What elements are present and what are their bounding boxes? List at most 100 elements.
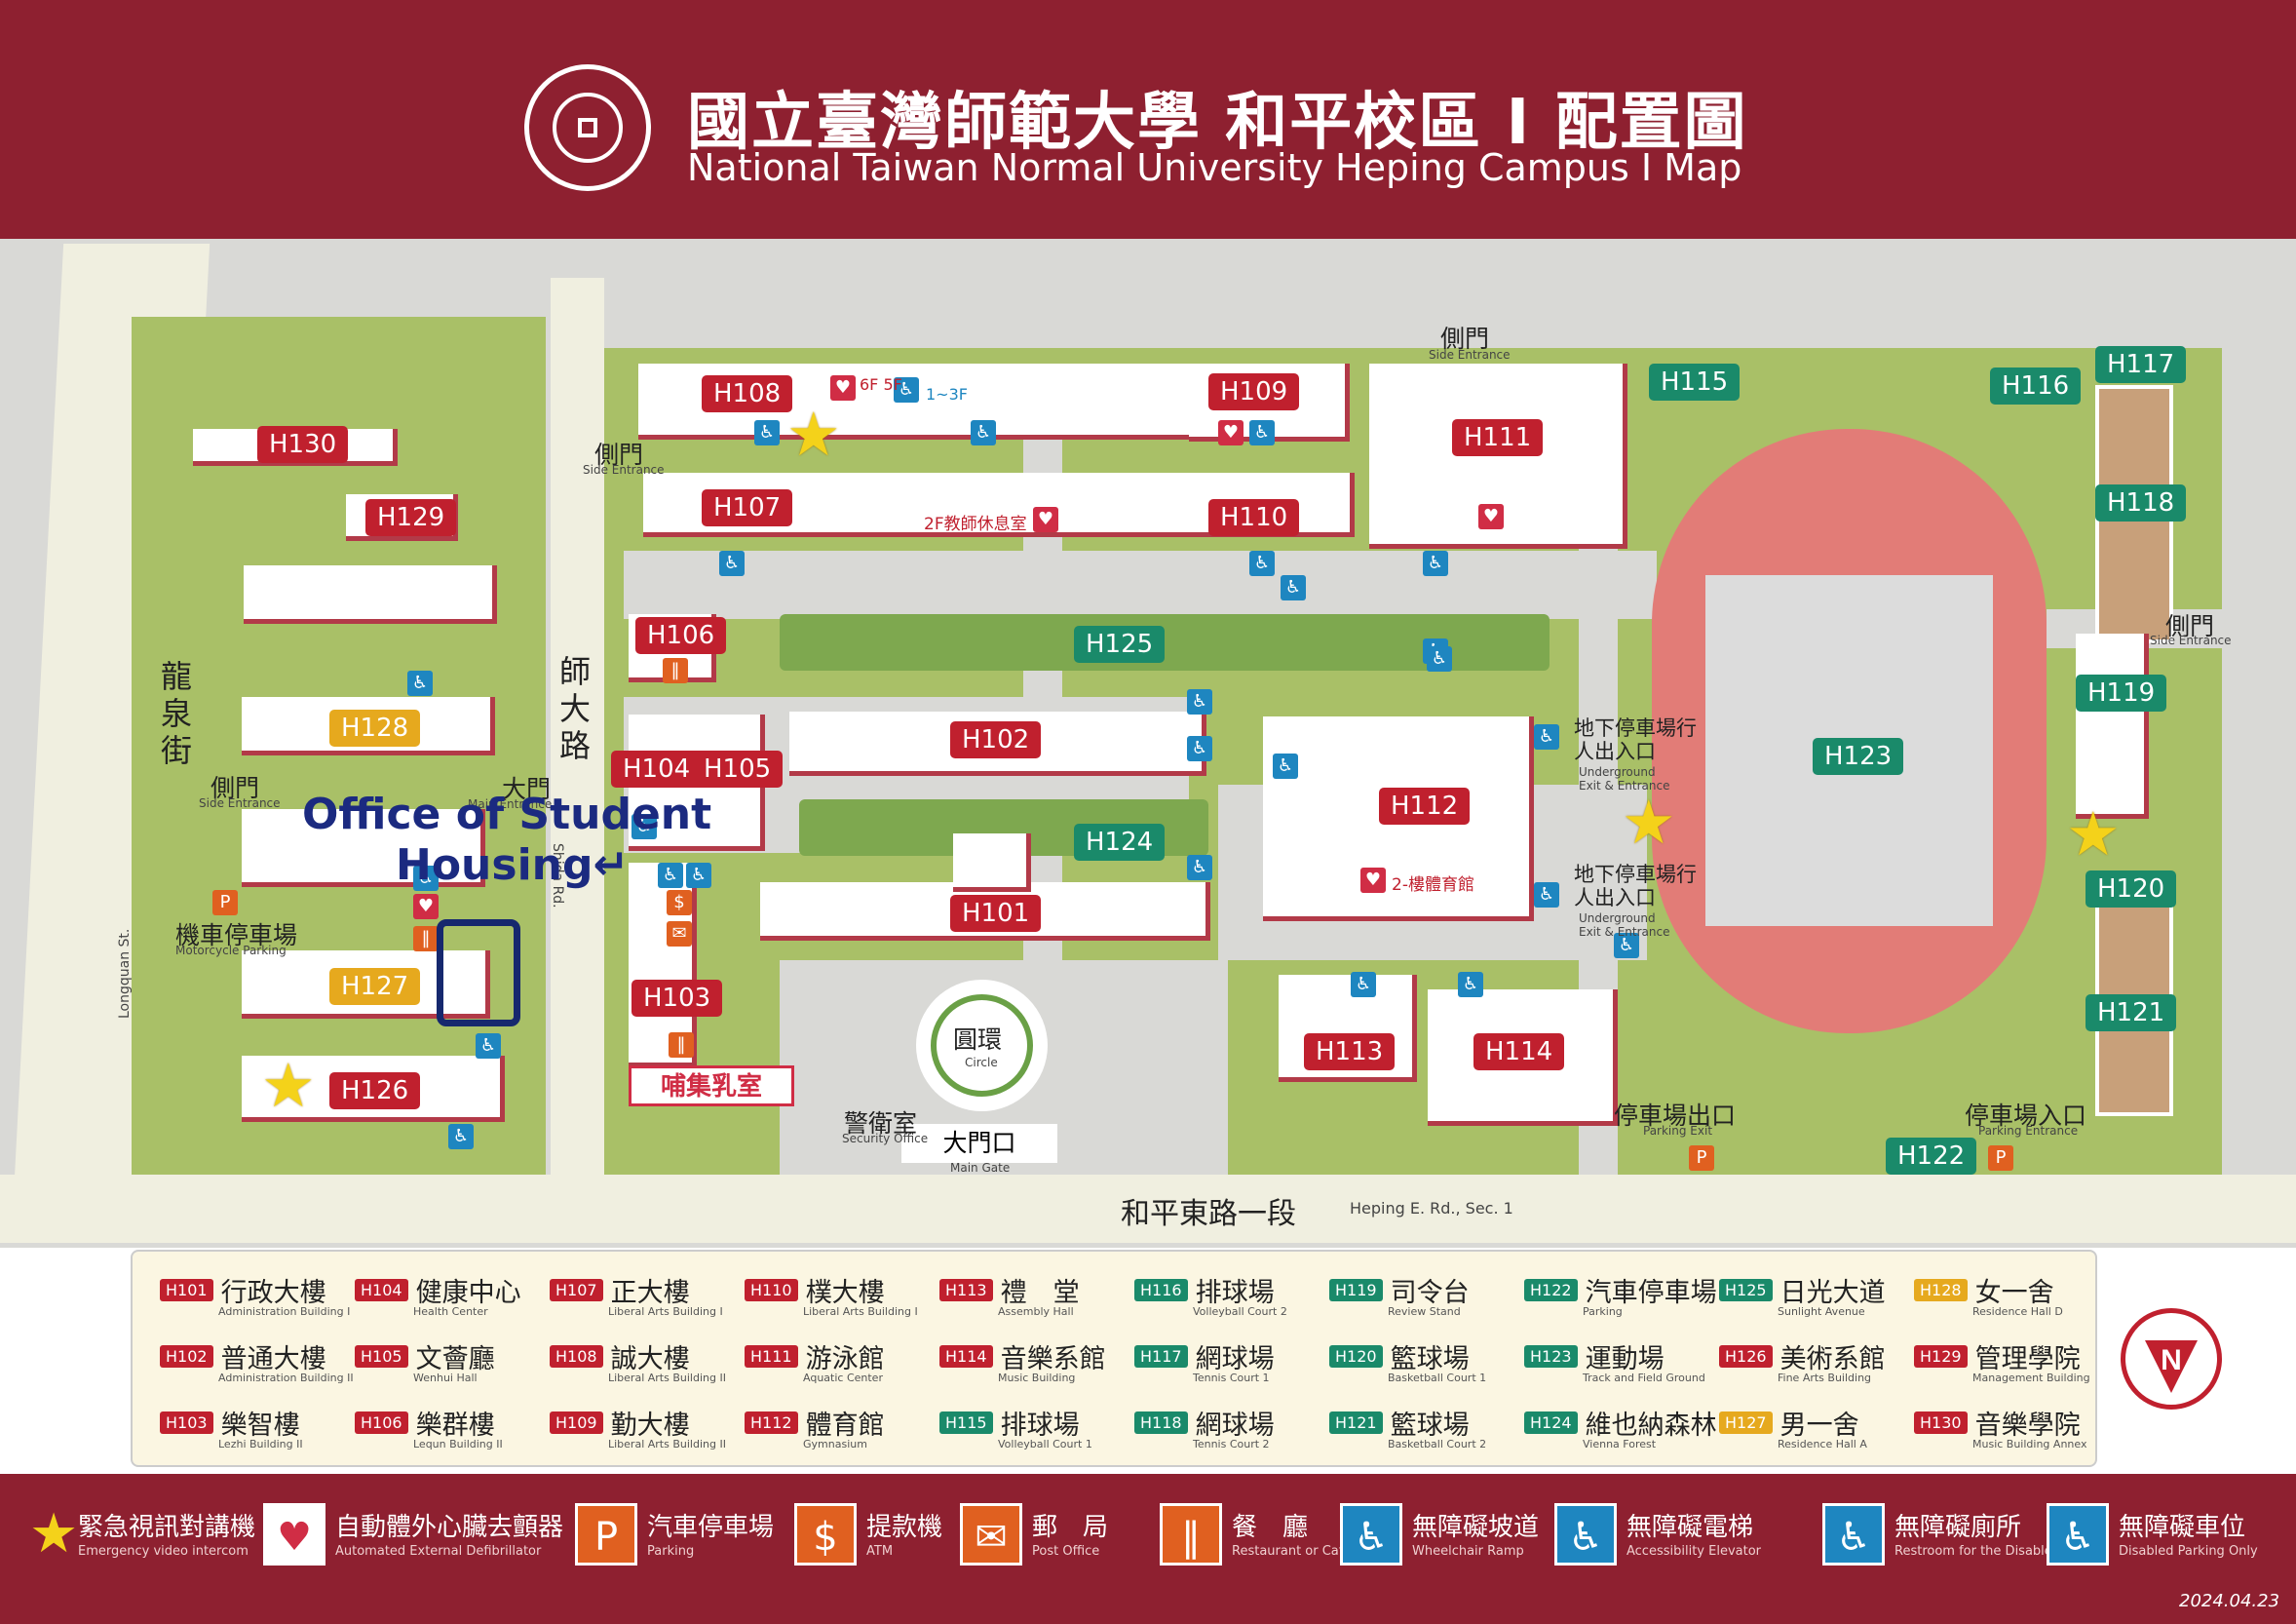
heping-road-label: 和平東路一段 (1121, 1197, 1296, 1231)
legend-code: H112 (745, 1411, 798, 1434)
legend-name-en: Lezhi Building II (218, 1438, 303, 1450)
legend-code: H105 (355, 1345, 408, 1368)
legend-name-en: Basketball Court 1 (1388, 1372, 1487, 1384)
building-label: H119 (2076, 675, 2167, 712)
legend-name-en: Volleyball Court 1 (998, 1438, 1092, 1450)
building-label: H115 (1649, 364, 1741, 401)
tennis-court-h118 (2095, 507, 2173, 643)
symbol-legend-label: 無障礙車位 (2119, 1513, 2246, 1542)
symbol-legend-label-en: ATM (866, 1544, 894, 1559)
legend-name: 女一舍 (1974, 1278, 2054, 1308)
motorcycle-parking-label: 機車停車場 (175, 921, 298, 949)
svg-text:N: N (2161, 1344, 2182, 1376)
post-office-icon: ✉ (667, 921, 692, 947)
legend-name: 音樂學院 (1974, 1411, 2081, 1441)
symbol-legend-label: 餐 廳 (1232, 1513, 1309, 1542)
legend-name: 管理學院 (1974, 1344, 2081, 1374)
legend-code: H108 (550, 1345, 603, 1368)
legend-name: 勤大樓 (610, 1411, 690, 1441)
map-date: 2024.04.23 (2179, 1591, 2280, 1611)
office-of-student-housing-label: Office of Student Housing↵ (302, 790, 712, 890)
legend-name: 籃球場 (1390, 1411, 1470, 1441)
post-office-icon: ✉ (960, 1503, 1022, 1566)
nursing-room-sign: 哺集乳室 (629, 1065, 794, 1106)
restaurant-icon: ‖ (669, 1032, 694, 1058)
legend-code: H129 (1914, 1345, 1968, 1368)
building-label: H106 (635, 617, 727, 654)
symbol-legend-label-en: Disabled Parking Only (2119, 1544, 2258, 1559)
side-gate-shida: 側門 (594, 441, 644, 469)
symbol-legend-label: 自動體外心臟去顫器 (335, 1513, 564, 1542)
aed-icon: ♥ (1478, 504, 1504, 529)
legend-name: 體育館 (805, 1411, 885, 1441)
legend-code: H106 (355, 1411, 408, 1434)
legend-code: H111 (745, 1345, 798, 1368)
legend-name-en: Music Building (998, 1372, 1076, 1384)
accessible-restroom-icon: ♿ (1822, 1503, 1885, 1566)
parking-exit-label: 停車場出口 (1614, 1102, 1737, 1130)
legend-name: 男一舍 (1779, 1411, 1859, 1441)
accessible-elevator-icon: ♿ (631, 814, 657, 839)
legend-code: H120 (1329, 1345, 1383, 1368)
side-gate-north: 側門 (1440, 325, 1490, 353)
emergency-intercom-star-icon: ★ (786, 399, 841, 470)
wheelchair-ramp-icon: ♿ (1458, 972, 1483, 997)
parking-icon: P (575, 1503, 637, 1566)
symbol-legend-label-en: Emergency video intercom (78, 1544, 249, 1559)
wheelchair-ramp-icon: ♿ (719, 551, 745, 576)
aed-icon: ♥ (1218, 420, 1244, 445)
aed-icon: ♥ (1033, 507, 1058, 532)
symbol-legend-label-en: Parking (647, 1544, 695, 1559)
accessible-elevator-icon: ♿ (686, 863, 711, 888)
building-label: H108 (702, 375, 793, 412)
office-of-student-housing-marker[interactable] (437, 919, 520, 1026)
legend-name: 普通大樓 (220, 1344, 326, 1374)
legend-code: H127 (1719, 1411, 1773, 1434)
legend-code: H125 (1719, 1279, 1773, 1301)
symbol-legend-label: 無障礙電梯 (1626, 1513, 1754, 1542)
legend-name-en: Liberal Arts Building I (608, 1305, 723, 1318)
side-gate-west: 側門 (210, 774, 260, 802)
atm-icon: $ (794, 1503, 857, 1566)
h112-note: 2-樓體育館 (1392, 875, 1474, 895)
accessible-elevator-icon: ♿ (1614, 933, 1639, 958)
legend-name-en: Liberal Arts Building II (608, 1372, 726, 1384)
building-label: H125 (1074, 626, 1166, 663)
legend-code: H107 (550, 1279, 603, 1301)
legend-name: 美術系館 (1779, 1344, 1886, 1374)
building-label: H107 (702, 489, 793, 526)
legend-name-en: Fine Arts Building (1778, 1372, 1872, 1384)
building-h119[interactable] (2076, 634, 2149, 819)
accessible-elevator-icon: ♿ (1534, 882, 1559, 908)
symbol-legend-label: 無障礙坡道 (1412, 1513, 1540, 1542)
parking-entrance-label: 停車場入口 (1965, 1102, 2087, 1130)
legend-name: 音樂系館 (1000, 1344, 1106, 1374)
legend-code: H110 (745, 1279, 798, 1301)
legend-name: 樂群樓 (415, 1411, 495, 1441)
legend-code: H124 (1524, 1411, 1578, 1434)
disabled-parking-icon: ♿ (2047, 1503, 2109, 1566)
wheelchair-ramp-icon: ♿ (1351, 972, 1376, 997)
building-label: H117 (2095, 346, 2187, 383)
legend-name: 行政大樓 (220, 1278, 326, 1308)
building-label: H124 (1074, 824, 1166, 861)
symbol-legend-label-en: Automated External Defibrillator (335, 1544, 542, 1559)
legend-name-en: Parking (1583, 1305, 1623, 1318)
longquan-street-label: 龍泉街 (161, 658, 193, 769)
legend-name: 誠大樓 (610, 1344, 690, 1374)
